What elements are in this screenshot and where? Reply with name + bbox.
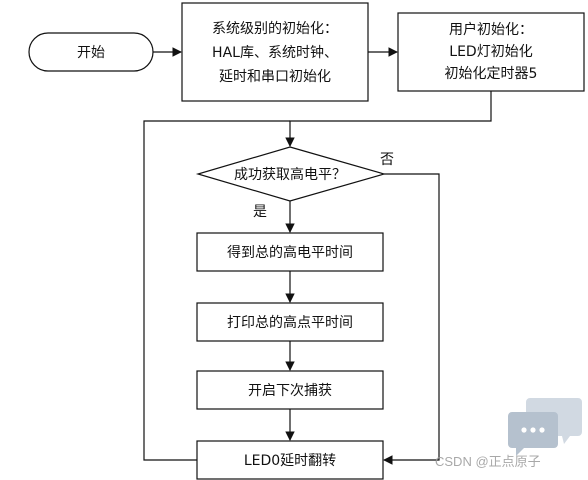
led-toggle-node: LED0延时翻转 (196, 440, 384, 480)
system-init-node: 系统级别的初始化： HAL库、系统时钟、 延时和串口初始化 (181, 2, 369, 102)
start-capture-node: 开启下次捕获 (196, 370, 384, 410)
decision-node: 成功获取高电平？ (195, 146, 387, 202)
watermark-text: CSDN @正点原子 (435, 454, 541, 469)
chat-bubble-icon (508, 398, 582, 456)
no-label: 否 (380, 152, 394, 168)
user-init-line-1: 用户初始化： (449, 21, 533, 38)
start-capture-label: 开启下次捕获 (248, 383, 332, 399)
print-total-time-node: 打印总的高点平时间 (196, 302, 384, 342)
system-init-line-2: HAL库、系统时钟、 (212, 44, 338, 61)
start-node: 开始 (28, 32, 154, 72)
led-toggle-label: LED0延时翻转 (244, 453, 336, 469)
user-init-node: 用户初始化： LED灯初始化 初始化定时器5 (397, 12, 585, 92)
get-total-time-node: 得到总的高电平时间 (196, 232, 384, 272)
get-total-time-label: 得到总的高电平时间 (227, 244, 353, 261)
user-init-line-3: 初始化定时器5 (445, 65, 538, 82)
decision-label: 成功获取高电平？ (234, 166, 346, 183)
arrow-no-to-led (383, 173, 440, 465)
system-init-line-3: 延时和串口初始化 (219, 68, 331, 85)
loop-back-line (143, 120, 290, 461)
arrow-userinit-to-decision (285, 91, 492, 147)
print-total-time-label: 打印总的高点平时间 (227, 314, 353, 331)
start-label: 开始 (77, 45, 105, 61)
user-init-line-2: LED灯初始化 (449, 43, 532, 60)
system-init-line-1: 系统级别的初始化： (212, 20, 338, 37)
yes-label: 是 (253, 204, 267, 220)
watermark: CSDN @正点原子 (435, 398, 582, 469)
